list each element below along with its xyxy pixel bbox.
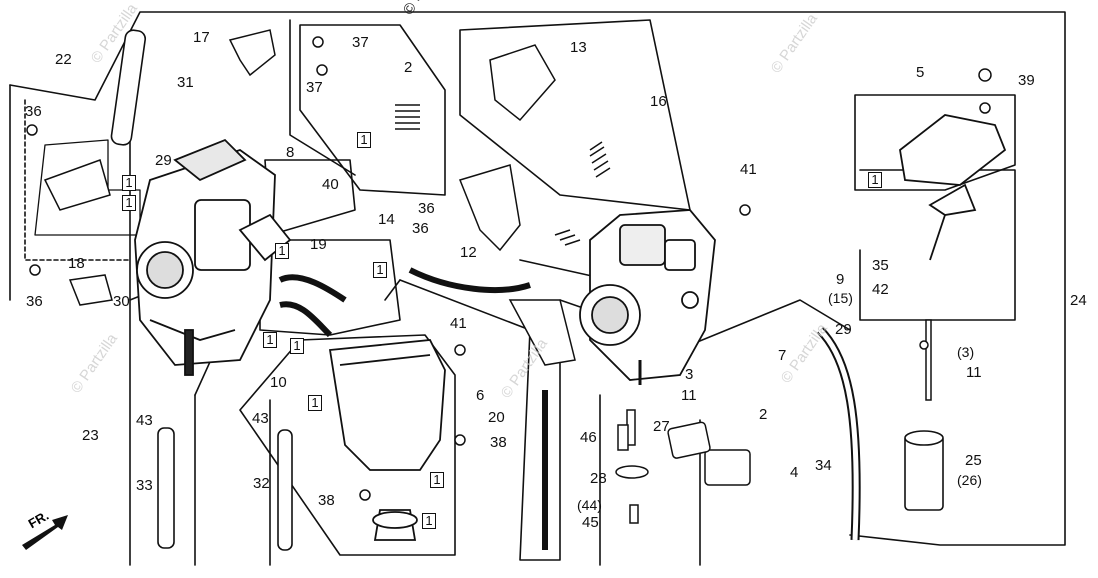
float-4 (704, 449, 751, 486)
callout-37: 37 (306, 79, 323, 96)
callout-40: 40 (322, 176, 339, 193)
ref-box-1: 1 (275, 243, 289, 259)
jet-46 (617, 424, 629, 451)
callout-29: 29 (835, 321, 852, 338)
float-4b (667, 421, 711, 459)
plate-30 (68, 274, 113, 306)
callout-41: 41 (740, 161, 757, 178)
callout-4: 4 (790, 464, 799, 481)
callout-5: 5 (916, 64, 925, 81)
ref-box-1: 1 (868, 172, 882, 188)
ref-box-1: 1 (122, 175, 136, 191)
callout-36: 36 (25, 103, 42, 120)
front-arrow-icon (22, 515, 68, 550)
callout-3: (3) (957, 344, 975, 360)
screw-36b (29, 264, 41, 276)
callout-28: 28 (590, 470, 607, 487)
callout-42: 42 (872, 281, 889, 298)
callout-41: 41 (450, 315, 467, 332)
callout-3: 3 (685, 366, 694, 383)
tube-32 (277, 429, 293, 551)
callout-18: 18 (68, 255, 85, 272)
callout-36: 36 (26, 293, 43, 310)
callout-38: 38 (490, 434, 507, 451)
ref-box-1: 1 (263, 332, 277, 348)
screw-38b (359, 489, 371, 501)
bracket-18 (43, 159, 111, 211)
jet-45 (629, 504, 639, 524)
callout-11: 11 (681, 387, 697, 404)
callout-34: 34 (815, 457, 832, 474)
callout-15: (15) (828, 290, 853, 306)
screw-41 (739, 204, 751, 216)
callout-46: 46 (580, 429, 597, 446)
callout-14: 14 (378, 211, 395, 228)
callout-25: 25 (965, 452, 982, 469)
callout-7: 7 (778, 347, 787, 364)
top-cover (899, 114, 1007, 261)
callout-27: 27 (653, 418, 670, 435)
callout-2: 2 (759, 406, 768, 423)
screw-39 (978, 68, 992, 82)
callout-39: 39 (1018, 72, 1035, 89)
callout-36: 36 (412, 220, 429, 237)
ref-box-1: 1 (373, 262, 387, 278)
screw-37b (316, 64, 328, 76)
callout-30: 30 (113, 293, 130, 310)
bracket-13 (489, 44, 556, 122)
callout-33: 33 (136, 477, 153, 494)
callout-45: 45 (582, 514, 599, 531)
screw-38 (454, 434, 466, 446)
callout-32: 32 (253, 475, 270, 492)
callout-6: 6 (476, 387, 485, 404)
ref-box-1: 1 (422, 513, 436, 529)
callout-43: 43 (136, 412, 153, 429)
callout-12: 12 (460, 244, 477, 261)
callout-8: 8 (286, 144, 295, 161)
callout-44: (44) (577, 497, 602, 513)
callout-22: 22 (55, 51, 72, 68)
tube-31 (110, 29, 147, 146)
callout-36: 36 (418, 200, 435, 217)
callout-11: 11 (966, 364, 982, 381)
callout-10: 10 (270, 374, 287, 391)
callout-26: (26) (957, 472, 982, 488)
callout-9: 9 (836, 271, 845, 288)
needle-9 (925, 319, 932, 401)
callout-31: 31 (177, 74, 194, 91)
lever-17 (228, 29, 276, 77)
washer-39 (979, 102, 991, 114)
screw-37 (312, 36, 324, 48)
callout-17: 17 (193, 29, 210, 46)
float-bowl (328, 339, 446, 541)
screw-41b (454, 344, 466, 356)
right-carburetor-body (579, 209, 716, 385)
tube-33 (157, 427, 175, 549)
callout-23: 23 (82, 427, 99, 444)
screw-36 (26, 124, 38, 136)
callout-2: 2 (404, 59, 413, 76)
callout-29: 29 (155, 152, 172, 169)
cable-12 (408, 267, 531, 293)
callout-13: 13 (570, 39, 587, 56)
ref-box-1: 1 (122, 195, 136, 211)
plate-36 (458, 164, 521, 252)
washer-28 (615, 465, 649, 479)
spring-16 (395, 104, 611, 246)
callout-38: 38 (318, 492, 335, 509)
ref-box-1: 1 (357, 132, 371, 148)
lever-right (508, 299, 576, 366)
callout-43: 43 (252, 410, 269, 427)
ref-box-1: 1 (290, 338, 304, 354)
callout-19: 19 (310, 236, 327, 253)
ref-box-1: 1 (308, 395, 322, 411)
ref-box-1: 1 (430, 472, 444, 488)
cylinder-25 (904, 434, 944, 511)
callout-35: 35 (872, 257, 889, 274)
callout-37: 37 (352, 34, 369, 51)
callout-16: 16 (650, 93, 667, 110)
callout-24: 24 (1070, 292, 1087, 309)
callout-20: 20 (488, 409, 505, 426)
